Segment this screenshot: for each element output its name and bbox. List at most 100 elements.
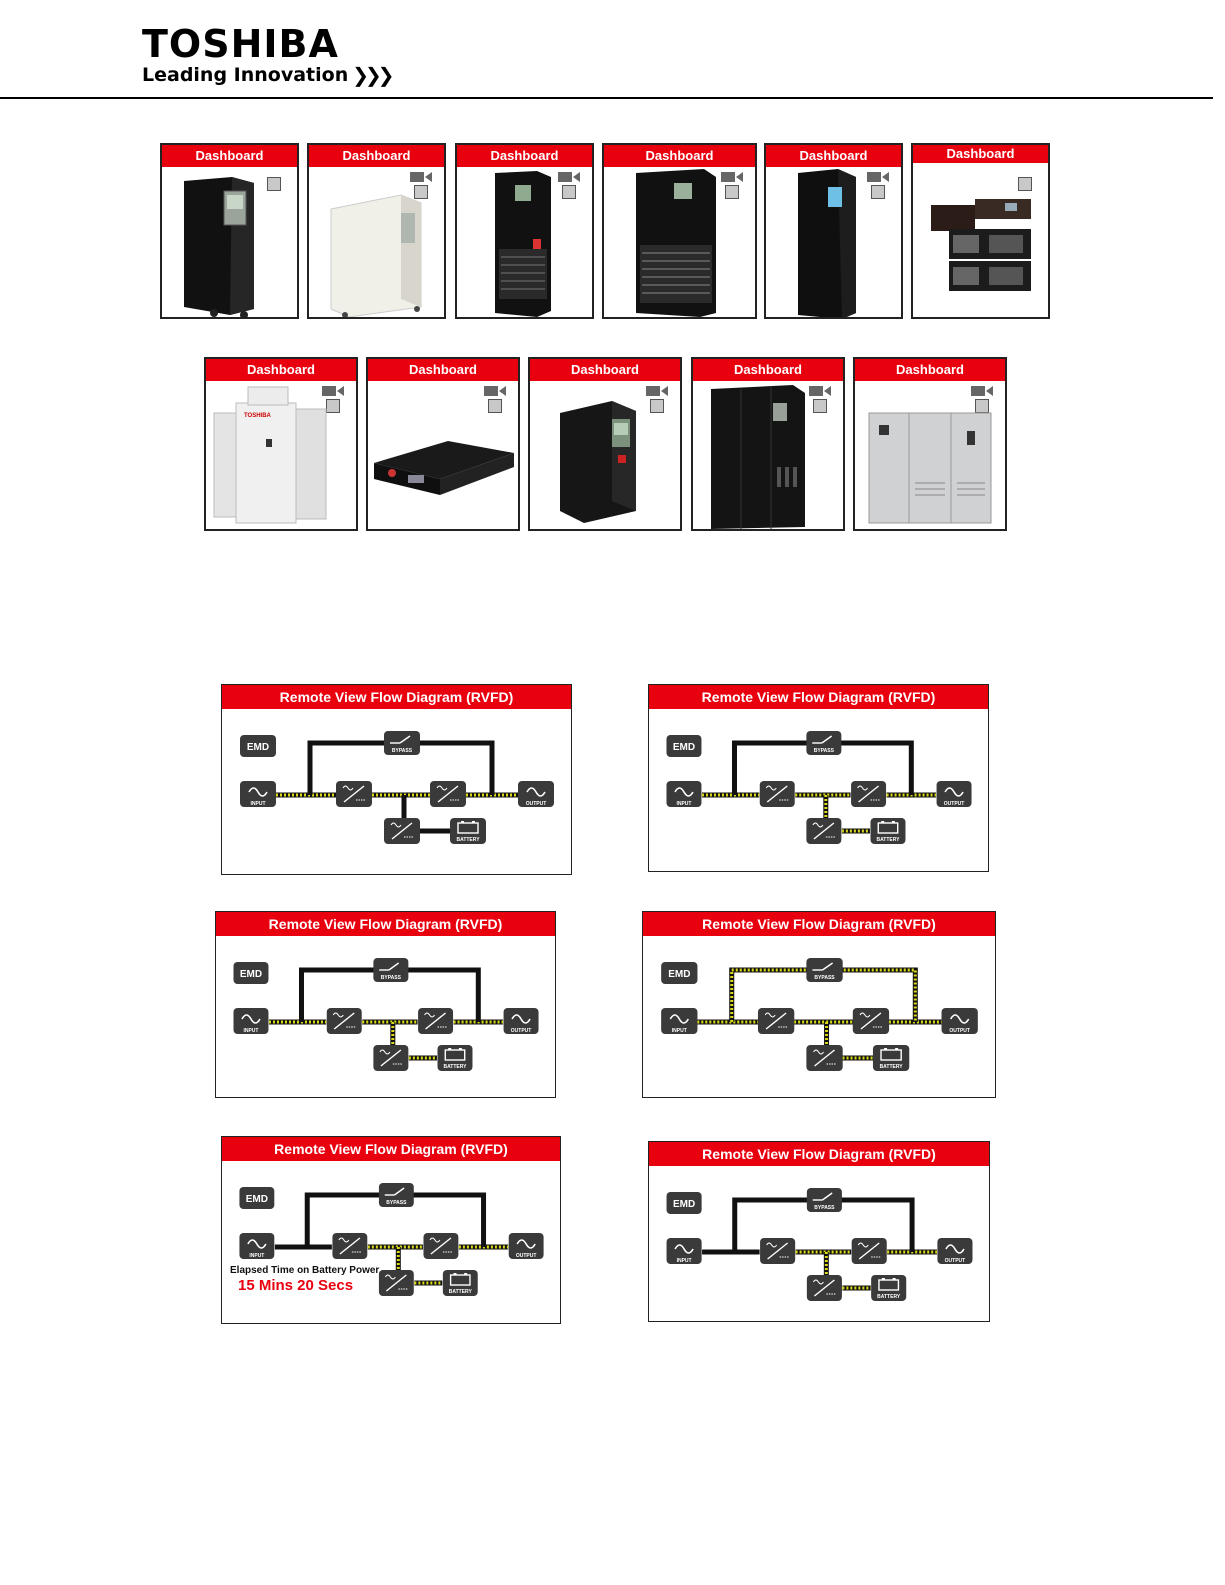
- rvfd-title: Remote View Flow Diagram (RVFD): [643, 912, 995, 936]
- output-icon: OUTPUT: [508, 1233, 544, 1259]
- svg-text:EMD: EMD: [673, 1199, 695, 1210]
- camera-icon: [410, 172, 432, 182]
- rectifier-icon: [336, 781, 372, 807]
- rvfd-title: Remote View Flow Diagram (RVFD): [649, 685, 988, 709]
- logo-wordmark: TOSHIBA: [142, 22, 339, 66]
- svg-text:BYPASS: BYPASS: [814, 975, 835, 981]
- emd-icon: EMD: [666, 1192, 702, 1214]
- dashboard-title: Dashboard: [368, 359, 518, 381]
- status-indicator[interactable]: [488, 399, 502, 413]
- output-icon: OUTPUT: [518, 781, 554, 807]
- svg-text:EMD: EMD: [673, 742, 695, 753]
- input-icon: INPUT: [666, 1238, 702, 1264]
- tagline-arrows-icon: ❯❯❯: [352, 63, 394, 87]
- header-divider: [0, 97, 1213, 99]
- svg-text:INPUT: INPUT: [676, 801, 691, 807]
- inverter-icon: [851, 1238, 887, 1264]
- emd-icon: EMD: [233, 962, 269, 984]
- rvfd-title: Remote View Flow Diagram (RVFD): [649, 1142, 989, 1166]
- svg-text:BATTERY: BATTERY: [876, 837, 900, 843]
- dashboard-title: Dashboard: [766, 145, 901, 167]
- dashboard-card[interactable]: Dashboard: [528, 357, 682, 531]
- ups-white-image: [330, 194, 422, 317]
- dashboard-title: Dashboard: [913, 145, 1048, 163]
- camera-icon: [809, 386, 831, 396]
- status-indicator[interactable]: [414, 185, 428, 199]
- rectifier-icon: [757, 1008, 795, 1034]
- svg-text:EMD: EMD: [668, 969, 690, 980]
- bypass-switch-icon: BYPASS: [806, 1188, 842, 1212]
- svg-text:BATTERY: BATTERY: [880, 1064, 904, 1070]
- svg-text:INPUT: INPUT: [677, 1258, 692, 1264]
- ups-large-cabinet-image: [711, 385, 805, 529]
- battery-icon: BATTERY: [450, 818, 486, 844]
- input-icon: INPUT: [239, 1233, 275, 1259]
- elapsed-time-label: Elapsed Time on Battery Power: [230, 1265, 380, 1276]
- inverter-icon: [418, 1008, 454, 1034]
- charger-icon: [806, 1275, 842, 1301]
- output-icon: OUTPUT: [937, 1238, 973, 1264]
- charger-icon: [806, 818, 842, 844]
- svg-text:OUTPUT: OUTPUT: [526, 801, 547, 807]
- dashboard-title: Dashboard: [457, 145, 592, 167]
- camera-icon: [867, 172, 889, 182]
- rvfd-title: Remote View Flow Diagram (RVFD): [222, 685, 571, 709]
- dashboard-card[interactable]: Dashboard: [691, 357, 845, 531]
- charger-icon: [384, 818, 420, 844]
- dashboard-title: Dashboard: [309, 145, 444, 167]
- camera-icon: [558, 172, 580, 182]
- bypass-switch-icon: BYPASS: [806, 958, 843, 982]
- svg-text:BATTERY: BATTERY: [877, 1294, 901, 1300]
- svg-text:BYPASS: BYPASS: [392, 748, 413, 754]
- dashboard-card[interactable]: Dashboard: [764, 143, 903, 319]
- status-indicator[interactable]: [871, 185, 885, 199]
- dashboard-card[interactable]: Dashboard: [911, 143, 1050, 319]
- svg-text:OUTPUT: OUTPUT: [511, 1028, 532, 1034]
- status-indicator[interactable]: [813, 399, 827, 413]
- dashboard-card[interactable]: Dashboard: [455, 143, 594, 319]
- battery-icon: BATTERY: [872, 1045, 910, 1071]
- status-indicator[interactable]: [650, 399, 664, 413]
- dashboard-card[interactable]: Dashboard: [307, 143, 446, 319]
- status-indicator[interactable]: [562, 185, 576, 199]
- dashboard-title: Dashboard: [530, 359, 680, 381]
- dashboard-card[interactable]: Dashboard: [602, 143, 757, 319]
- tagline-text: Leading Innovation: [142, 64, 349, 86]
- dashboard-title: Dashboard: [206, 359, 356, 381]
- bypass-switch-icon: BYPASS: [384, 731, 420, 755]
- bypass-line-flow: [730, 968, 917, 1022]
- input-icon: INPUT: [240, 781, 276, 807]
- rectifier-icon: [332, 1233, 368, 1259]
- input-icon: INPUT: [661, 1008, 698, 1034]
- ups-outdoor-image: TOSHIBA: [213, 386, 327, 524]
- camera-icon: [646, 386, 668, 396]
- svg-text:OUTPUT: OUTPUT: [949, 1028, 970, 1034]
- battery-icon: BATTERY: [871, 1275, 907, 1301]
- dashboard-card[interactable]: Dashboard TOSHIBA: [204, 357, 358, 531]
- dashboard-card[interactable]: Dashboard: [853, 357, 1007, 531]
- dashboard-title: Dashboard: [693, 359, 843, 381]
- input-icon: INPUT: [666, 781, 702, 807]
- flow-diagram: EMD INPUT OUTPUT BYPASS BATTERY: [661, 958, 978, 1071]
- dashboard-card[interactable]: Dashboard: [366, 357, 520, 531]
- dashboard-card[interactable]: Dashboard: [160, 143, 299, 319]
- ups-tall-image: [495, 171, 551, 317]
- ups-tower-image: [184, 177, 254, 317]
- rvfd-diagram-charging: Remote View Flow Diagram (RVFD) EMD INPUT…: [648, 684, 989, 872]
- status-indicator[interactable]: [1018, 177, 1032, 191]
- logo-tagline: Leading Innovation ❯❯❯: [142, 63, 395, 87]
- charger-icon: [373, 1045, 409, 1071]
- svg-text:OUTPUT: OUTPUT: [516, 1253, 537, 1259]
- status-indicator[interactable]: [326, 399, 340, 413]
- svg-text:EMD: EMD: [246, 1194, 268, 1205]
- output-icon: OUTPUT: [941, 1008, 978, 1034]
- status-indicator[interactable]: [725, 185, 739, 199]
- dashboard-title: Dashboard: [855, 359, 1005, 381]
- ups-modular-image: [931, 199, 1031, 291]
- status-indicator[interactable]: [267, 177, 281, 191]
- svg-text:OUTPUT: OUTPUT: [945, 1258, 966, 1264]
- svg-text:INPUT: INPUT: [251, 801, 266, 807]
